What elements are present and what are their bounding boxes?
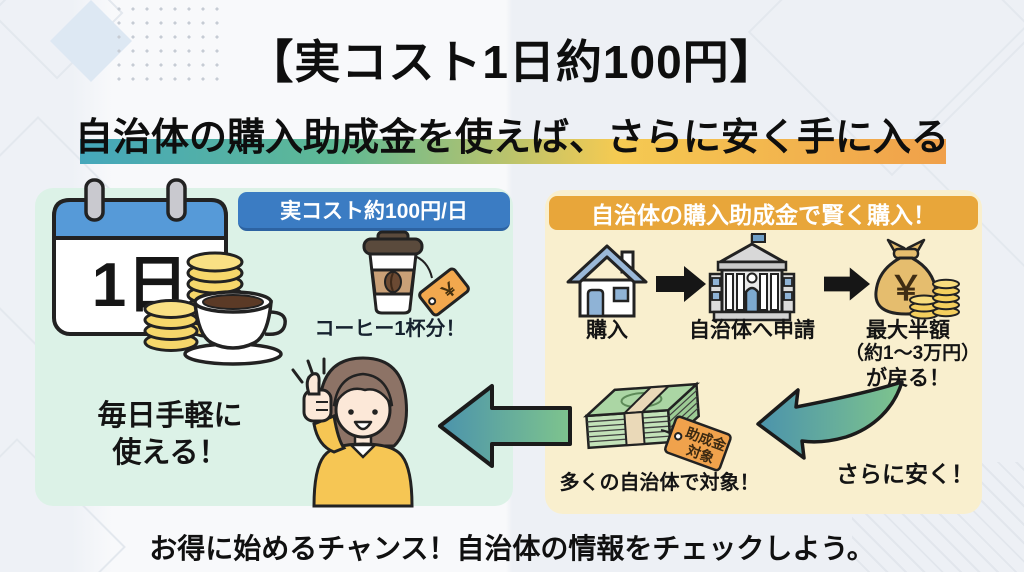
step1-label: 購入 <box>586 319 628 342</box>
curved-left-arrow-icon <box>756 380 904 460</box>
subsidy-panel: 自治体の購入助成金で賢く購入！ 購入 <box>545 190 982 514</box>
big-left-arrow-icon <box>438 384 572 468</box>
takeout-coffee-price-tag-icon: ￥ <box>362 230 470 317</box>
government-building-icon <box>708 233 796 322</box>
benefit-line-2: 使える！ <box>112 437 228 470</box>
right-arrow-icon <box>656 266 706 302</box>
coin-stack-icon <box>143 299 199 352</box>
house-icon <box>566 244 648 318</box>
step3-line-2: （約1〜3万円） <box>845 343 981 365</box>
money-bag-icon: ￥ <box>874 238 960 320</box>
page-title: 【実コスト1日約100円】 <box>247 36 777 88</box>
cheaper-note: さらに安く！ <box>836 461 974 487</box>
woman-thumbs-up-illustration <box>291 356 414 508</box>
daily-cost-header: 実コスト約100円/日 <box>238 192 510 231</box>
subsidy-header: 自治体の購入助成金で賢く購入！ <box>549 196 978 230</box>
coverage-note: 多くの自治体で対象！ <box>559 472 760 494</box>
footer-note: お得に始めるチャンス！自治体の情報をチェックしよう。 <box>149 533 875 564</box>
right-arrow-icon <box>824 267 870 301</box>
step3-line-1: 最大半額 <box>866 319 950 342</box>
dot-grid-decoration <box>148 550 220 566</box>
step2-label: 自治体へ申請 <box>689 319 815 342</box>
dot-grid-decoration <box>112 2 222 84</box>
banknotes-with-tag-icon: 助成金 対象 <box>582 381 732 472</box>
benefit-note: 毎日手軽に 使える！ <box>65 398 275 472</box>
daily-cost-panel: 実コスト約100円/日 1日 <box>35 178 513 508</box>
step3-line-3: が戻る！ <box>866 366 950 390</box>
subtitle-highlight-bar <box>80 139 946 164</box>
coffee-cup-icon <box>183 290 287 366</box>
coffee-note: コーヒー1杯分！ <box>314 318 466 340</box>
step3-label: 最大半額 （約1〜3万円） が戻る！ <box>845 318 981 391</box>
page-subtitle: 自治体の購入助成金を使えば、さらに安く手に入る <box>74 117 949 159</box>
benefit-line-1: 毎日手軽に <box>97 400 243 432</box>
